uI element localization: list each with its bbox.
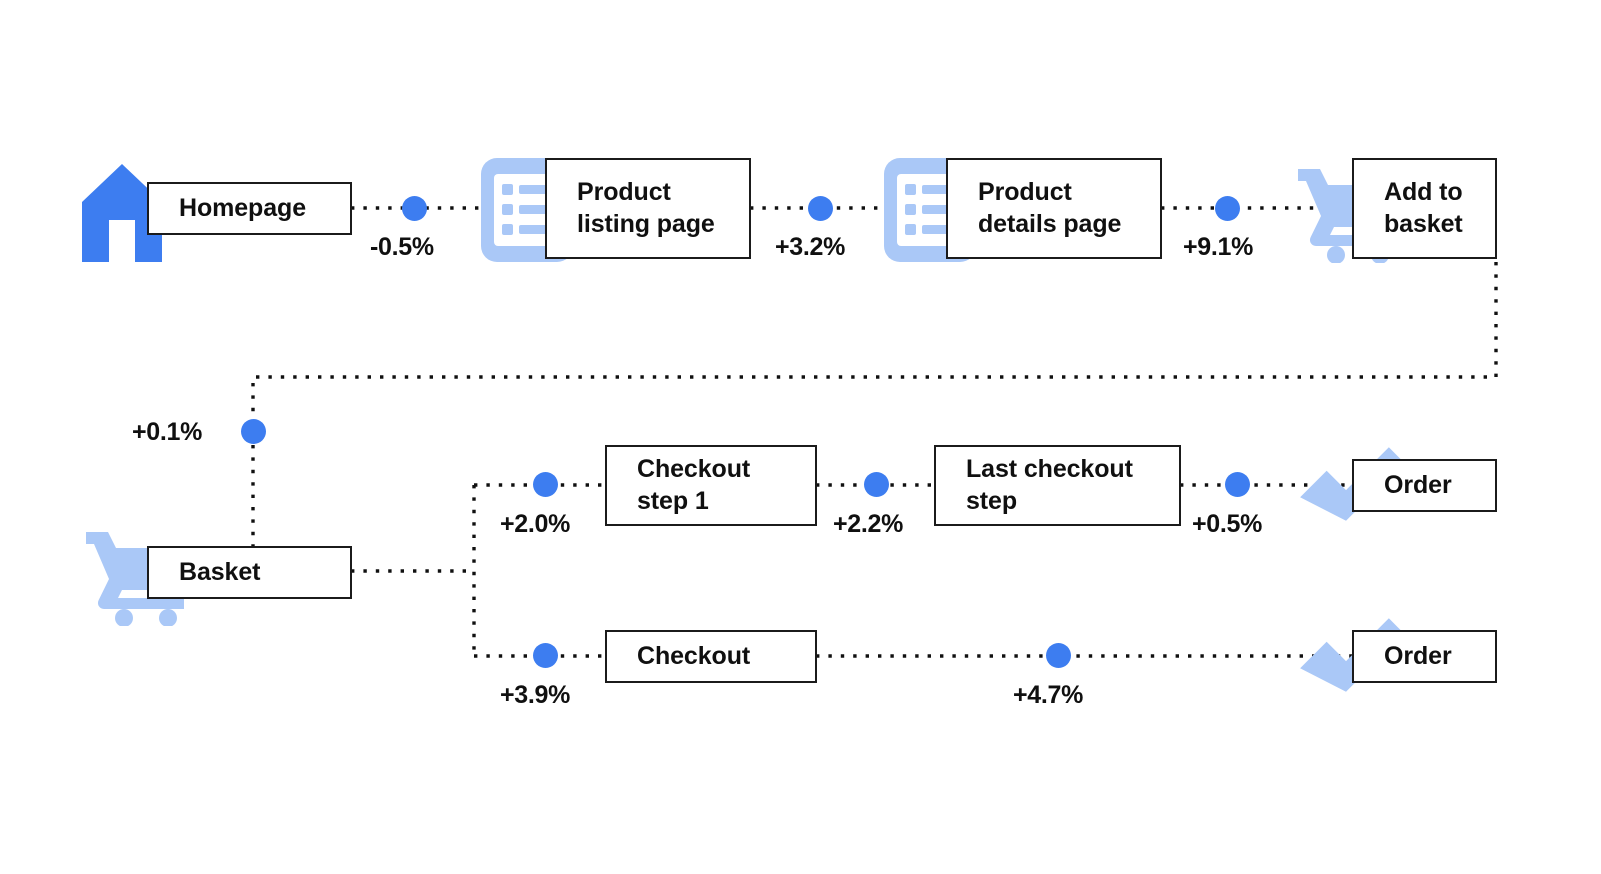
node-label-add-to-basket: Add to basket	[1384, 178, 1463, 238]
node-label-order-bottom: Order	[1384, 641, 1452, 670]
node-last-checkout-step[interactable]: Last checkout step	[934, 445, 1181, 526]
edge-value-details-to-addtobasket: +9.1%	[1183, 233, 1254, 261]
edge-value-lastcheckout-to-order-top: +0.5%	[1192, 510, 1263, 538]
node-label-homepage: Homepage	[179, 193, 307, 222]
edge-dot-listing-to-details[interactable]	[808, 196, 833, 221]
edge-value-addtobasket-to-basket: +0.1%	[132, 418, 203, 446]
node-order-top[interactable]: Order	[1352, 459, 1497, 512]
edge-dot-checkout-to-order-bottom[interactable]	[1046, 643, 1071, 668]
edge-dot-lastcheckout-to-order-top[interactable]	[1225, 472, 1250, 497]
house-icon	[80, 162, 164, 264]
edge-value-checkout1-to-lastcheckout: +2.2%	[833, 510, 904, 538]
node-label-checkout: Checkout	[637, 641, 751, 670]
edge-value-listing-to-details: +3.2%	[775, 233, 846, 261]
edge-dot-homepage-to-listing[interactable]	[402, 196, 427, 221]
edge-dot-basket-to-checkout1[interactable]	[533, 472, 558, 497]
edge-dot-details-to-addtobasket[interactable]	[1215, 196, 1240, 221]
edge-value-homepage-to-listing: -0.5%	[370, 233, 434, 261]
edge-value-basket-to-checkout: +3.9%	[500, 681, 571, 709]
node-product-details-page[interactable]: Product details page	[946, 158, 1162, 259]
node-label-checkout-step-1: Checkout step 1	[637, 455, 751, 515]
edge-dot-basket-to-checkout[interactable]	[533, 643, 558, 668]
node-add-to-basket[interactable]: Add to basket	[1352, 158, 1497, 259]
node-order-bottom[interactable]: Order	[1352, 630, 1497, 683]
node-label-product-details-page: Product details page	[978, 178, 1122, 238]
node-label-product-listing-page: Product listing page	[577, 178, 715, 238]
node-label-last-checkout-step: Last checkout step	[966, 455, 1133, 515]
edge-value-checkout-to-order-bottom: +4.7%	[1013, 681, 1084, 709]
node-product-listing-page[interactable]: Product listing page	[545, 158, 751, 259]
edge-dot-addtobasket-to-basket[interactable]	[241, 419, 266, 444]
edge-value-basket-to-checkout1: +2.0%	[500, 510, 571, 538]
node-checkout-step-1[interactable]: Checkout step 1	[605, 445, 817, 526]
node-checkout[interactable]: Checkout	[605, 630, 817, 683]
node-basket[interactable]: Basket	[147, 546, 352, 599]
node-label-basket: Basket	[179, 557, 261, 586]
node-label-order-top: Order	[1384, 470, 1452, 499]
node-homepage[interactable]: Homepage	[147, 182, 352, 235]
edge-dot-checkout1-to-lastcheckout[interactable]	[864, 472, 889, 497]
